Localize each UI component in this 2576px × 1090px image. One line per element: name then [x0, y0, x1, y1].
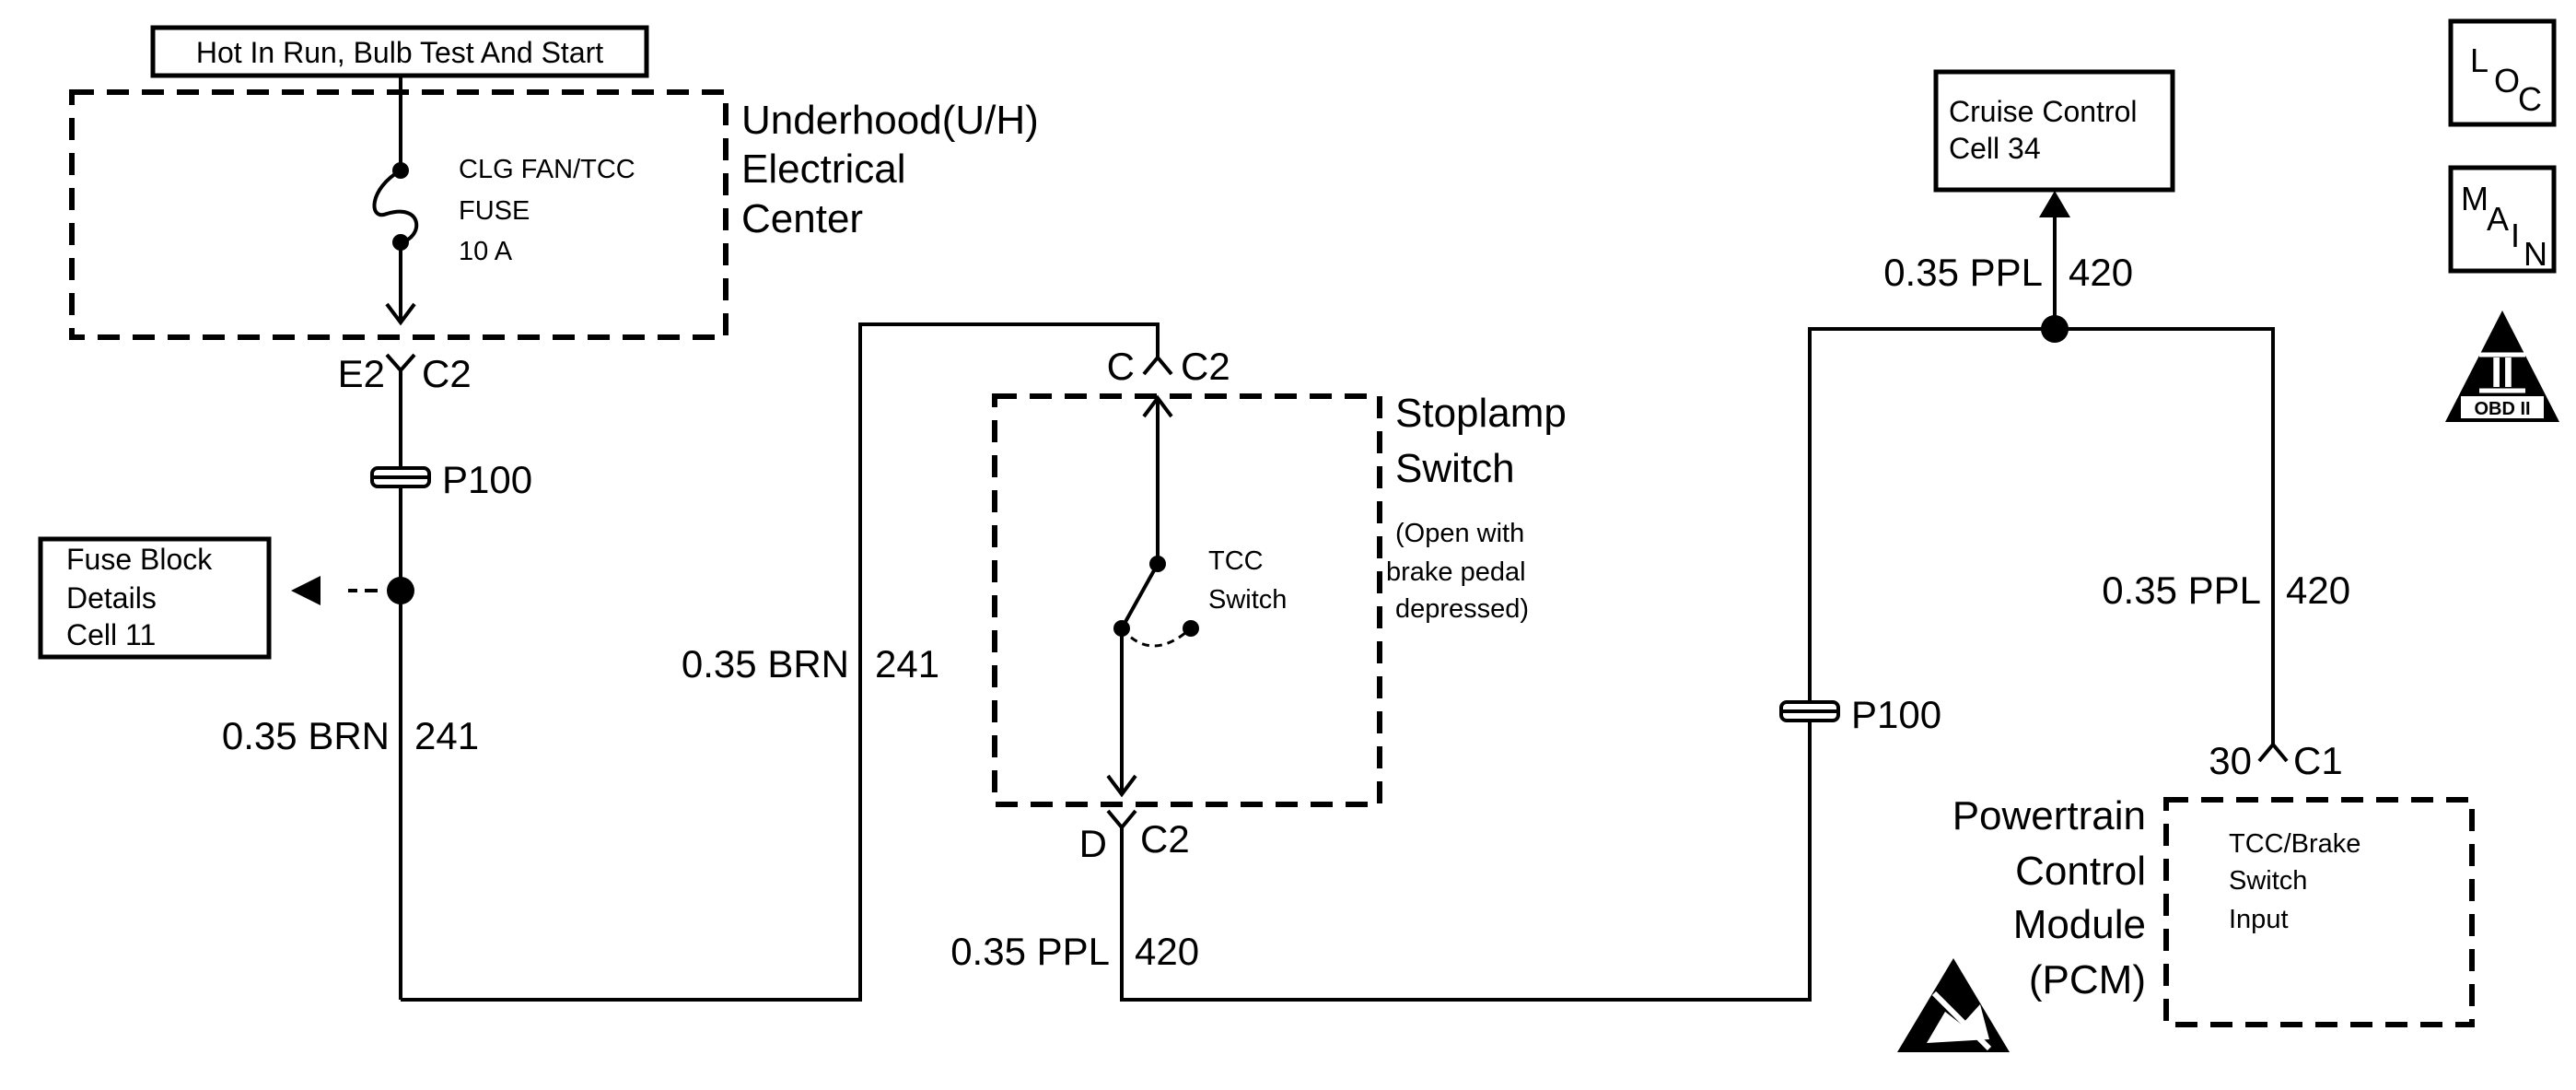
obd-label-box	[2461, 396, 2544, 418]
pcm-outline	[2163, 797, 2475, 1027]
fuse-block-line-2: Details	[66, 581, 157, 615]
underhood-electrical-center: Underhood(U/H) Electrical Center CLG FAN…	[69, 76, 1039, 340]
tcc-switch-line-2: Switch	[1208, 585, 1287, 615]
wire-pcm-feed-gauge: 0.35 PPL	[2102, 568, 2261, 612]
pcm-input-line-1: TCC/Brake	[2229, 829, 2360, 859]
power-source-label: Hot In Run, Bulb Test And Start	[196, 36, 603, 69]
pcm-input-line-2: Switch	[2229, 866, 2307, 896]
tcc-switch-line-1: TCC	[1208, 546, 1264, 576]
underhood-title-line-1: Underhood(U/H)	[741, 98, 1039, 143]
connector-c2-switch-bottom-label: C2	[1140, 817, 1190, 861]
underhood-title-line-3: Center	[741, 196, 863, 241]
wire-pcm-feed-circuit: 420	[2286, 568, 2350, 612]
switch-lower-arrow	[1106, 774, 1137, 798]
pcm-title-line-4: (PCM)	[2029, 957, 2146, 1002]
fuse-output-arrow	[385, 302, 416, 326]
pcm-title-line-2: Control	[2015, 849, 2146, 894]
stoplamp-note-line-1: (Open with	[1395, 519, 1524, 548]
fuse-label-line-1: CLG FAN/TCC	[459, 155, 635, 184]
wire-cruise-circuit: 420	[2069, 251, 2133, 294]
power-source: Hot In Run, Bulb Test And Start	[150, 25, 649, 78]
fuse-block-line-1: Fuse Block	[66, 543, 213, 576]
wire-bottom-circuit: 420	[1135, 930, 1199, 973]
connector-30-symbol	[2257, 741, 2289, 763]
main-nav-icon[interactable]: M A I N	[2448, 165, 2557, 274]
wire-420-main	[1120, 327, 2275, 1002]
wire-middle-gauge: 0.35 BRN	[682, 642, 849, 686]
cruise-control-line-2: Cell 34	[1949, 132, 2041, 165]
obd-triangle	[2445, 311, 2559, 422]
loc-icon-frame	[2448, 18, 2557, 127]
main-icon-letter-a: A	[2487, 200, 2509, 238]
connector-30-label: 30	[2209, 739, 2252, 782]
fuse-label-line-3: 10 A	[459, 237, 513, 266]
underhood-title-line-2: Electrical	[741, 147, 906, 192]
stoplamp-title-line-1: Stoplamp	[1395, 391, 1567, 436]
fuse-block-line-3: Cell 11	[66, 618, 156, 651]
fuse-label-line-2: FUSE	[459, 196, 530, 226]
wire-left-lower-circuit: 241	[414, 714, 479, 757]
splice-left-label: P100	[442, 458, 532, 501]
main-icon-letter-m: M	[2461, 180, 2489, 217]
obd-ii-icon[interactable]: II OBD II	[2445, 311, 2559, 422]
fuse-block-splice-dot	[387, 577, 414, 604]
pcm-input-line-3: Input	[2229, 905, 2289, 934]
fuse-symbol	[372, 169, 419, 244]
wire-left-lower-gauge: 0.35 BRN	[222, 714, 390, 757]
switch-blade	[1120, 563, 1160, 629]
connector-e2-symbol	[385, 353, 416, 374]
pcm-title-line-1: Powertrain	[1952, 793, 2146, 838]
main-icon-frame	[2448, 165, 2557, 274]
wire-bottom-gauge: 0.35 PPL	[950, 930, 1110, 973]
main-icon-letter-i: I	[2511, 217, 2520, 254]
esd-warning-icon	[1897, 958, 2010, 1052]
cruise-arrow	[2039, 191, 2070, 217]
cruise-control-line-1: Cruise Control	[1949, 95, 2138, 128]
connector-c2-top-label: C2	[422, 352, 472, 395]
loc-icon-letter-l: L	[2470, 41, 2489, 79]
connector-c-c2: C C2	[1107, 345, 1230, 388]
connector-c1-label: C1	[2293, 739, 2343, 782]
loc-icon-letter-o: O	[2494, 62, 2520, 100]
fuse-block-reference: Fuse Block Details Cell 11	[38, 536, 414, 660]
connector-d-symbol	[1106, 809, 1137, 831]
splice-p100-left: P100	[370, 458, 532, 501]
stoplamp-switch-outline	[992, 393, 1382, 807]
main-icon-letter-n: N	[2524, 235, 2547, 273]
splice-p100-right: P100	[1779, 693, 1941, 736]
connector-d-c2: D C2	[1079, 809, 1190, 865]
cruise-control-box	[1933, 69, 2175, 193]
connector-d-label: D	[1079, 822, 1107, 865]
connector-e2-label: E2	[338, 352, 385, 395]
stoplamp-note-line-2: brake pedal	[1386, 557, 1526, 587]
switch-travel-arc	[1120, 627, 1192, 648]
connector-c2-switch-top-label: C2	[1181, 345, 1230, 388]
connector-30-c1: 30 C1	[2209, 739, 2342, 782]
splice-right-label: P100	[1851, 693, 1941, 736]
stoplamp-note-line-3: depressed)	[1395, 594, 1529, 624]
stoplamp-title-line-2: Switch	[1395, 446, 1515, 491]
wire-cruise-gauge: 0.35 PPL	[1883, 251, 2043, 294]
switch-upper-arrow	[1142, 394, 1173, 418]
connector-e2-c2: E2 C2	[338, 352, 472, 395]
fuse-block-box	[38, 536, 272, 660]
connector-c-label: C	[1107, 345, 1135, 388]
fuse-block-arrow	[291, 576, 321, 605]
loc-nav-icon[interactable]: L O C	[2448, 18, 2557, 127]
connector-c-symbol	[1142, 354, 1173, 376]
loc-icon-letter-c: C	[2518, 80, 2542, 118]
cruise-control-branch: 0.35 PPL 420 Cruise Control Cell 34	[1883, 69, 2175, 343]
wire-middle-circuit: 241	[875, 642, 939, 686]
wire-241-loop	[401, 322, 1160, 1002]
pcm-title-line-3: Module	[2013, 902, 2146, 947]
obd-label: OBD II	[2474, 399, 2530, 419]
powertrain-control-module: Powertrain Control Module (PCM) TCC/Brak…	[1897, 793, 2475, 1052]
stoplamp-switch: Stoplamp Switch (Open with brake pedal d…	[992, 391, 1567, 807]
